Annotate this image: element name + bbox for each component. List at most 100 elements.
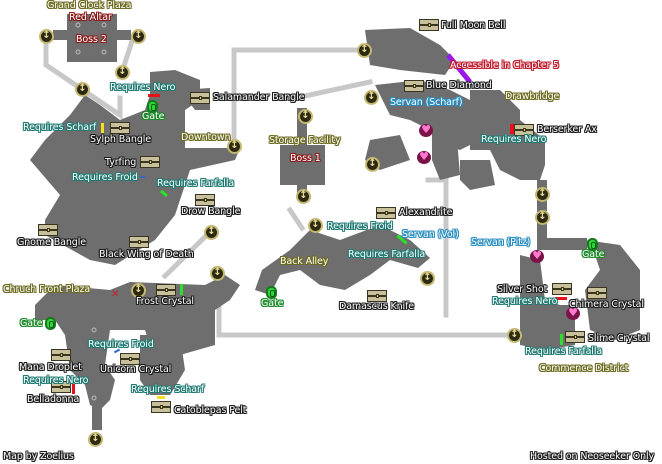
item-label: Frost Crystal (136, 296, 194, 307)
transition-icon[interactable] (115, 65, 130, 80)
transition-icon[interactable] (210, 266, 225, 281)
chest-icon[interactable] (129, 236, 149, 248)
item-label: Sylph Bangle (90, 134, 152, 145)
servan-label: Servan (Vol) (402, 229, 459, 240)
chest-icon[interactable] (190, 92, 210, 104)
transition-icon[interactable] (131, 283, 146, 298)
boss-label: Boss 1 (290, 153, 321, 164)
transition-icon[interactable] (131, 29, 146, 44)
chest-icon[interactable] (552, 283, 572, 295)
requirement-label: Requires Farfalla (348, 249, 426, 260)
chest-icon[interactable] (419, 19, 439, 31)
chest-icon[interactable] (38, 224, 58, 236)
item-label: Damascus Knife (339, 301, 415, 312)
chest-icon[interactable] (565, 331, 585, 343)
gate-label: Gate (142, 111, 165, 122)
transition-icon[interactable] (204, 225, 219, 240)
area-label: Commence District (539, 363, 629, 374)
transition-icon[interactable] (88, 432, 103, 447)
chest-icon[interactable] (376, 207, 396, 219)
chest-icon[interactable] (156, 284, 176, 296)
transition-icon[interactable] (364, 90, 379, 105)
chest-icon[interactable] (195, 194, 215, 206)
requirement-label: Requires Nero (110, 82, 176, 93)
gate-icon[interactable] (266, 286, 277, 299)
scharf-barrier (157, 396, 165, 399)
chest-icon[interactable] (404, 80, 424, 92)
transition-icon[interactable] (357, 43, 372, 58)
chest-icon[interactable] (110, 122, 130, 134)
requirement-label: Requires Scharf (131, 384, 205, 395)
requirement-label: Requires Froid (327, 221, 393, 232)
chest-icon[interactable] (587, 287, 607, 299)
servan-label: Servan (Scharf) (390, 97, 463, 108)
requirement-label: Requires Scharf (23, 122, 97, 133)
requirement-label: Requires Froid (72, 172, 138, 183)
transition-icon[interactable] (298, 109, 313, 124)
transition-icon[interactable] (296, 189, 311, 204)
gate-icon[interactable] (45, 317, 56, 330)
nero-barrier (148, 94, 160, 97)
heart-icon[interactable] (566, 306, 580, 320)
nero-barrier (510, 124, 514, 134)
gate-label: Gate (582, 249, 605, 260)
heart-icon[interactable] (417, 150, 431, 164)
area-label: Back Alley (280, 256, 329, 267)
requirement-label: Requires Farfalla (525, 346, 603, 357)
area-label: Drawbridge (505, 91, 560, 102)
chapter5-barrier (446, 53, 472, 84)
room-markers (75, 22, 107, 401)
item-label: Catoblepas Pelt (174, 405, 247, 416)
froid-barrier (141, 176, 145, 178)
area-label: Storage Facility (269, 135, 341, 146)
item-label: Black Wing of Death (99, 249, 194, 260)
item-label: Berserker Ax (537, 124, 597, 135)
gate-icon[interactable] (147, 100, 158, 113)
item-label: Blue Diamond (426, 80, 492, 91)
item-label: Tyrfing (105, 157, 137, 168)
item-label: Belladonna (27, 394, 80, 405)
blocked-marker: ✕ (111, 289, 120, 300)
requirement-label: Requires Nero (481, 134, 547, 145)
transition-icon[interactable] (507, 328, 522, 343)
map-author-credit: Map by Zoelius (3, 451, 74, 462)
heart-icon[interactable] (530, 249, 544, 263)
farfalla-barrier (180, 284, 183, 295)
item-label: Full Moon Bell (441, 20, 506, 31)
item-label: Chimera Crystal (569, 299, 644, 310)
area-label: Grand Clock Plaza (47, 0, 132, 11)
requirement-label: Requires Nero (492, 296, 558, 307)
chest-icon[interactable] (51, 381, 71, 393)
area-label: Chruch Front Plaza (3, 284, 91, 295)
farfalla-barrier (560, 334, 563, 345)
nero-barrier (72, 384, 75, 394)
boss-label: Red Altar (69, 12, 112, 23)
chest-icon[interactable] (367, 290, 387, 302)
item-label: Salamander Bangle (213, 92, 305, 103)
transition-icon[interactable] (308, 218, 323, 233)
chest-icon[interactable] (140, 156, 160, 168)
transition-icon[interactable] (365, 157, 380, 172)
item-label: Silver Shot (497, 284, 548, 295)
gate-icon[interactable] (587, 238, 598, 251)
chest-icon[interactable] (151, 401, 171, 413)
item-label: Mana Droplet (19, 362, 82, 373)
item-label: Unicorn Crystal (100, 364, 172, 375)
transition-icon[interactable] (75, 82, 90, 97)
heart-icon[interactable] (419, 123, 433, 137)
chapter-notice: Accessible in Chapter 5 (450, 60, 560, 71)
servan-label: Servan (Pitz) (471, 237, 531, 248)
transition-icon[interactable] (535, 210, 550, 225)
chest-icon[interactable] (51, 349, 71, 361)
host-credit: Hosted on Neoseeker Only (530, 451, 655, 462)
item-label: Slime Crystal (588, 333, 650, 344)
transition-icon[interactable] (39, 29, 54, 44)
scharf-barrier (101, 123, 104, 133)
transition-icon[interactable] (420, 271, 435, 286)
chest-icon[interactable] (120, 353, 140, 365)
gate-label: Gate (261, 298, 284, 309)
transition-icon[interactable] (535, 187, 550, 202)
chest-icon[interactable] (514, 124, 534, 136)
transition-icon[interactable] (227, 139, 242, 154)
